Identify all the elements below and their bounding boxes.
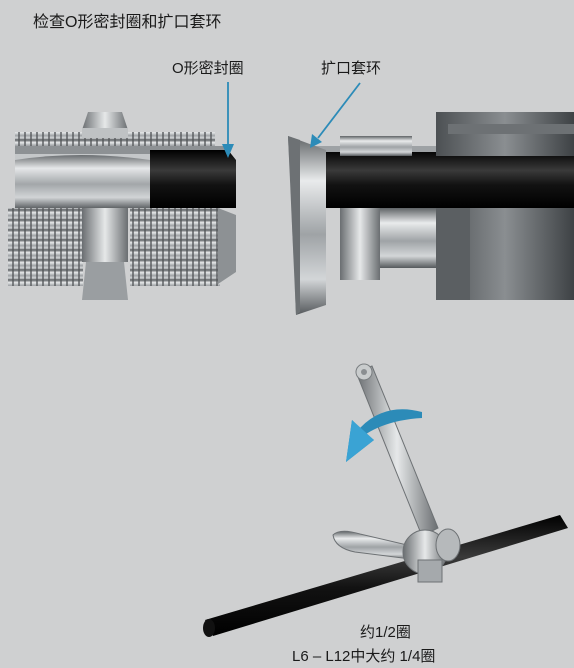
flare-ring-label: 扩口套环 (321, 60, 382, 77)
flare-ring-pointer (317, 82, 361, 139)
o-ring-label: O形密封圈 (172, 60, 244, 77)
fitting-body-icon (8, 112, 236, 300)
nut-icon (288, 112, 574, 315)
wrench-icon (332, 363, 461, 583)
rotation-arrow-icon (346, 409, 422, 462)
turn-note-line1: 约1/2圈 (360, 624, 411, 641)
bottom-tube (203, 515, 568, 637)
turn-note-line2: L6 – L12中大约 1/4圈 (292, 648, 436, 665)
page-title: 检查O形密封圈和扩口套环 (33, 14, 222, 31)
